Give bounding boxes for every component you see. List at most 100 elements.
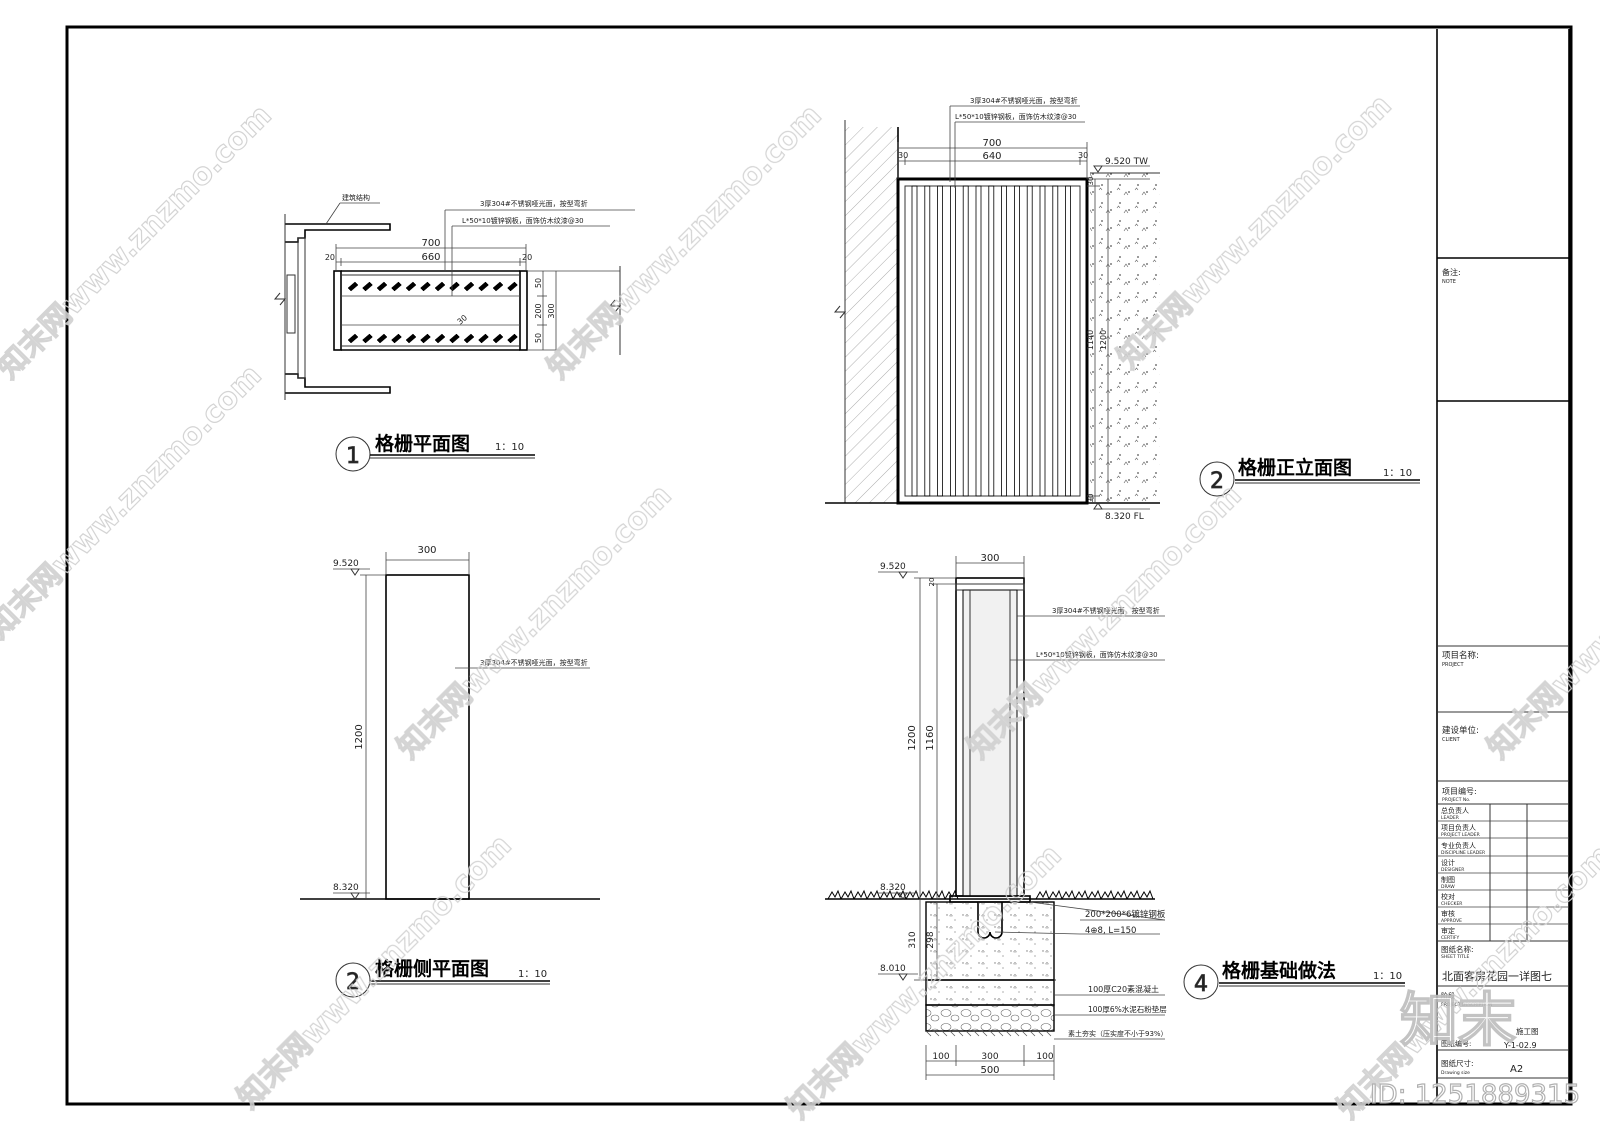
dim-text: 298 — [926, 931, 936, 948]
plan-slat — [492, 333, 504, 344]
note-plank: L*50*10镀锌钢板，面饰仿木纹漆@30 — [1036, 650, 1158, 659]
drawing-no-label: 图纸编号: — [1441, 1039, 1471, 1048]
slats-top — [347, 281, 518, 292]
note-plank: L*50*10镀锌钢板，面饰仿木纹漆@30 — [462, 216, 584, 225]
grass-tuft — [918, 889, 933, 900]
plan-slat — [478, 281, 489, 292]
grille-foundation-view: 300 1200 1160 20 310 298 9.520 8.320 8.0… — [825, 553, 1405, 1080]
view-title: 格栅基础做法 — [1222, 959, 1336, 982]
plan-slat — [478, 333, 489, 344]
view-number: 4 — [1194, 972, 1208, 997]
dim-text: 700 — [982, 138, 1001, 149]
client-label: 建设单位: — [1442, 725, 1479, 736]
elevation-slat — [1039, 185, 1046, 497]
phase-label-en: PROJECT DESCRIPTION — [1441, 1002, 1492, 1008]
role-cn: 项目负责人 — [1441, 823, 1476, 832]
role-cn: 制图 — [1441, 875, 1455, 884]
slats-bottom — [347, 333, 518, 344]
dim-text: 310 — [908, 931, 918, 948]
note-gravel: 100厚6%水泥石粉垫层 — [1088, 1004, 1167, 1014]
view-title: 格栅侧平面图 — [375, 957, 489, 980]
dim-text: 30 — [1087, 494, 1095, 503]
dim-text: 300 — [980, 553, 999, 564]
note-steel: 3厚304#不锈钢哑光面，按型弯折 — [970, 96, 1078, 105]
grille-elevation-view: 700 640 30 30 3厚304#不锈钢哑光面，按型弯折 L*50*10镀… — [825, 96, 1420, 522]
elevation-slat — [1014, 185, 1020, 497]
note-concrete: 100厚C20素混凝土 — [1088, 984, 1159, 994]
client-label-en: CLIENT — [1442, 737, 1461, 743]
plan-slat — [463, 281, 475, 292]
note-steel: 3厚304#不锈钢哑光面，按型弯折 — [480, 199, 588, 208]
plan-slat — [463, 333, 475, 344]
elevation-slat — [988, 185, 995, 497]
soil-hatch — [989, 1030, 996, 1037]
level-top: 9.520 — [333, 559, 359, 569]
grille-side-view: 300 1200 9.520 8.320 3厚304#不锈钢哑光面，按型弯折 2… — [300, 545, 600, 998]
role-cn: 专业负责人 — [1441, 841, 1476, 850]
elevation-slat — [924, 185, 931, 497]
watermark-text: 知末网www.znzmo.com — [391, 478, 679, 766]
dim-text: 700 — [421, 238, 440, 249]
soil-hatch — [997, 1030, 1004, 1037]
drawing-no-value: Y-1-02.9 — [1503, 1041, 1537, 1050]
soil-hatch — [1013, 1030, 1020, 1037]
grass-tuft — [1100, 889, 1115, 900]
dim-text: 50 — [534, 278, 543, 288]
note-bolt: 4⊕8, L=150 — [1085, 926, 1136, 936]
plan-slat — [347, 281, 359, 292]
watermark-text: 知末网www.znzmo.com — [541, 98, 829, 386]
dim-text: 660 — [421, 252, 440, 263]
watermark-id: ID: 1251889315 — [1370, 1080, 1580, 1110]
grass-tuft — [892, 889, 907, 900]
plan-slat — [376, 333, 388, 344]
role-cn: 设计 — [1441, 858, 1455, 867]
dim-text: 20 — [325, 253, 335, 262]
dim-text: 20 — [928, 578, 936, 587]
role-en: DESIGNER — [1441, 867, 1464, 873]
plan-slat — [362, 281, 373, 292]
level-base: 8.010 — [880, 964, 906, 974]
grass-tuft — [1113, 889, 1128, 900]
elevation-slat — [1001, 185, 1007, 497]
plan-slat — [507, 281, 518, 292]
grass-tuft — [1061, 889, 1076, 900]
view-scale: 1：10 — [1383, 468, 1412, 479]
soil-hatch — [1021, 1030, 1028, 1037]
role-cn: 总负责人 — [1441, 806, 1469, 815]
grass-tuft — [905, 889, 920, 900]
grass-tuft — [1087, 889, 1102, 900]
size-label: 图纸尺寸: — [1441, 1058, 1474, 1068]
view-scale: 1：10 — [495, 442, 524, 453]
dim-text: 640 — [982, 151, 1001, 162]
title-block: 备注: NOTE 项目名称: PROJECT 建设单位: CLIENT 项目编号… — [1436, 29, 1570, 1102]
view-number: 1 — [346, 444, 360, 469]
dim-text: 1200 — [907, 725, 918, 750]
grass-tuft — [1035, 889, 1050, 900]
elevation-slat — [1065, 185, 1071, 497]
label-structure: 建筑结构 — [342, 193, 370, 202]
project-label-en: PROJECT — [1442, 662, 1465, 668]
grass-tuft — [866, 889, 881, 900]
view-title: 格栅平面图 — [375, 432, 470, 455]
view-number: 2 — [1210, 469, 1224, 494]
grass-line — [827, 889, 1154, 900]
dim-text: 200 — [534, 303, 543, 318]
dim-text: 1140 — [1086, 330, 1095, 350]
soil-hatch — [941, 1030, 948, 1037]
grass-tuft — [944, 889, 959, 900]
elevation-slats — [911, 185, 1071, 497]
dim-text: 20 — [522, 253, 532, 262]
watermark-text: 知末网www.znzmo.com — [0, 358, 269, 646]
dim-text: 300 — [981, 1052, 998, 1062]
dim-text: 300 — [417, 545, 436, 556]
note-label: 备注: — [1442, 267, 1461, 277]
view-scale: 1：10 — [1373, 971, 1402, 982]
dim-text: 30 — [1078, 151, 1088, 160]
grass-tuft — [1048, 889, 1063, 900]
role-en: CERTIFY — [1441, 935, 1459, 941]
watermark-layer: 知末网www.znzmo.com 知末网www.znzmo.com 知末网www… — [0, 87, 1600, 1126]
watermark-logo: 知末 — [1400, 986, 1516, 1054]
dim-text: 100 — [932, 1052, 949, 1062]
level-top: 9.520 TW — [1105, 157, 1148, 167]
